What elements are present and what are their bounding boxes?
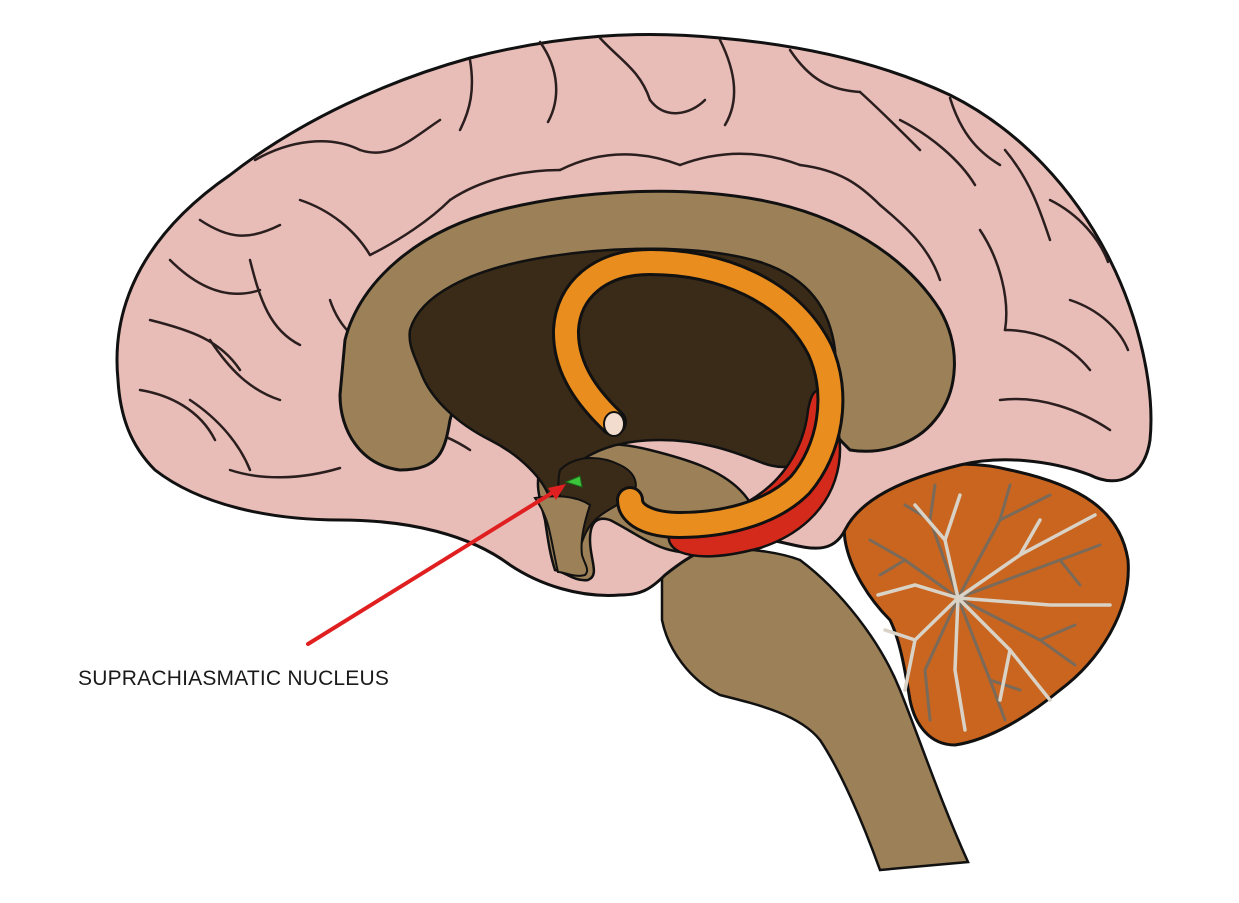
structure-label: SUPRACHIASMATIC NUCLEUS [78, 667, 389, 690]
mammillary-body [604, 412, 624, 436]
